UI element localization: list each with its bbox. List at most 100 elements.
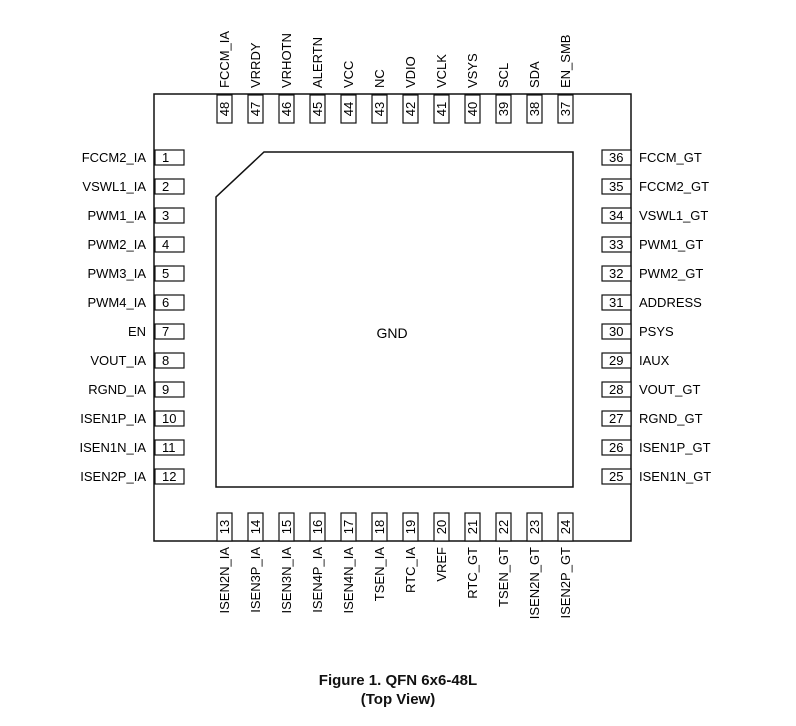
pin-number: 32 — [609, 266, 623, 281]
pin-name: FCCM_GT — [639, 150, 702, 165]
pin-name: VRRDY — [248, 42, 263, 88]
pin-number: 36 — [609, 150, 623, 165]
pin-number: 12 — [162, 469, 176, 484]
pin-name: NC — [372, 69, 387, 88]
pin-number: 28 — [609, 382, 623, 397]
pin-name: VSWL1_GT — [639, 208, 708, 223]
pin-name: VSWL1_IA — [82, 179, 146, 194]
pin-number: 16 — [310, 520, 325, 534]
pin-name: TSEN_IA — [372, 547, 387, 602]
pin-number: 27 — [609, 411, 623, 426]
pin-number: 9 — [162, 382, 169, 397]
pin-number: 34 — [609, 208, 623, 223]
pin-number: 26 — [609, 440, 623, 455]
pin-number: 15 — [279, 520, 294, 534]
pin-number: 24 — [558, 520, 573, 534]
pin-pad — [216, 512, 233, 542]
pin-pad — [526, 94, 543, 124]
pin-name: ISEN4N_IA — [341, 547, 356, 614]
pin-number: 23 — [527, 520, 542, 534]
pin-name: PWM1_IA — [87, 208, 146, 223]
pin-name: ISEN2P_GT — [558, 547, 573, 619]
pin-pad — [278, 512, 295, 542]
pin-number: 39 — [496, 102, 511, 116]
pin-name: PWM3_IA — [87, 266, 146, 281]
pin-pad — [495, 512, 512, 542]
pin-name: ISEN1N_GT — [639, 469, 711, 484]
pin-number: 35 — [609, 179, 623, 194]
pin-name: ISEN4P_IA — [310, 547, 325, 613]
pin-name: VSYS — [465, 53, 480, 88]
pin-pad — [601, 149, 632, 166]
pin-number: 4 — [162, 237, 169, 252]
pin-pad — [247, 512, 264, 542]
pin-name: VCLK — [434, 54, 449, 88]
pin-name: ISEN1N_IA — [80, 440, 147, 455]
pin-name: VREF — [434, 547, 449, 582]
pin-pad — [154, 236, 185, 253]
pin-name: RTC_IA — [403, 547, 418, 593]
pin-number: 7 — [162, 324, 169, 339]
pin-pad — [557, 94, 574, 124]
pin-pad — [154, 294, 185, 311]
pin-number: 33 — [609, 237, 623, 252]
pin-name: VCC — [341, 61, 356, 88]
pin-pad — [601, 323, 632, 340]
pin-number: 29 — [609, 353, 623, 368]
pin-number: 20 — [434, 520, 449, 534]
pin-pad — [601, 352, 632, 369]
pin-number: 31 — [609, 295, 623, 310]
pin-name: VOUT_IA — [90, 353, 146, 368]
pin-name: FCCM_IA — [217, 31, 232, 88]
pin-name: ISEN1P_GT — [639, 440, 711, 455]
pin-pad — [340, 512, 357, 542]
pin-name: ISEN1P_IA — [80, 411, 146, 426]
pin-name: EN — [128, 324, 146, 339]
pin-name: VOUT_GT — [639, 382, 700, 397]
pin-name: PSYS — [639, 324, 674, 339]
pin-name: ISEN3P_IA — [248, 547, 263, 613]
figure-caption: Figure 1. QFN 6x6-48L — [318, 672, 478, 689]
pin-number: 2 — [162, 179, 169, 194]
pin-pad — [154, 352, 185, 369]
pin-pad — [371, 94, 388, 124]
pin-number: 37 — [558, 102, 573, 116]
pin-name: ISEN2N_GT — [527, 547, 542, 619]
pin-number: 47 — [248, 102, 263, 116]
pin-number: 13 — [217, 520, 232, 534]
pin-number: 44 — [341, 102, 356, 116]
pin-number: 14 — [248, 520, 263, 534]
pin-pad — [154, 410, 185, 427]
pin-name: ISEN2P_IA — [80, 469, 146, 484]
pin-name: PWM2_GT — [639, 266, 703, 281]
pin-name: VDIO — [403, 56, 418, 88]
pin-pad — [309, 94, 326, 124]
pin-pad — [247, 94, 264, 124]
pin-pad — [154, 323, 185, 340]
exposed-pad — [215, 151, 574, 488]
pin-number: 21 — [465, 520, 480, 534]
pin-pad — [601, 381, 632, 398]
pin-number: 3 — [162, 208, 169, 223]
pin-name: RTC_GT — [465, 547, 480, 599]
pad-label: GND — [376, 325, 407, 341]
pin-number: 40 — [465, 102, 480, 116]
pin-number: 46 — [279, 102, 294, 116]
pin-pad — [464, 94, 481, 124]
pin-number: 11 — [162, 440, 176, 455]
pin-pad — [601, 236, 632, 253]
pin-pad — [601, 439, 632, 456]
pin-pad — [495, 94, 512, 124]
pin-number: 6 — [162, 295, 169, 310]
pin-pad — [154, 439, 185, 456]
pin-pad — [371, 512, 388, 542]
pin-name: PWM4_IA — [87, 295, 146, 310]
pin-pad — [601, 294, 632, 311]
figure-subcaption: (Top View) — [360, 691, 436, 708]
pin-number: 30 — [609, 324, 623, 339]
pin-pad — [601, 265, 632, 282]
pin-name: PWM2_IA — [87, 237, 146, 252]
pin-pad — [154, 178, 185, 195]
pin-name: TSEN_GT — [496, 547, 511, 607]
pin-name: ISEN2N_IA — [217, 547, 232, 614]
